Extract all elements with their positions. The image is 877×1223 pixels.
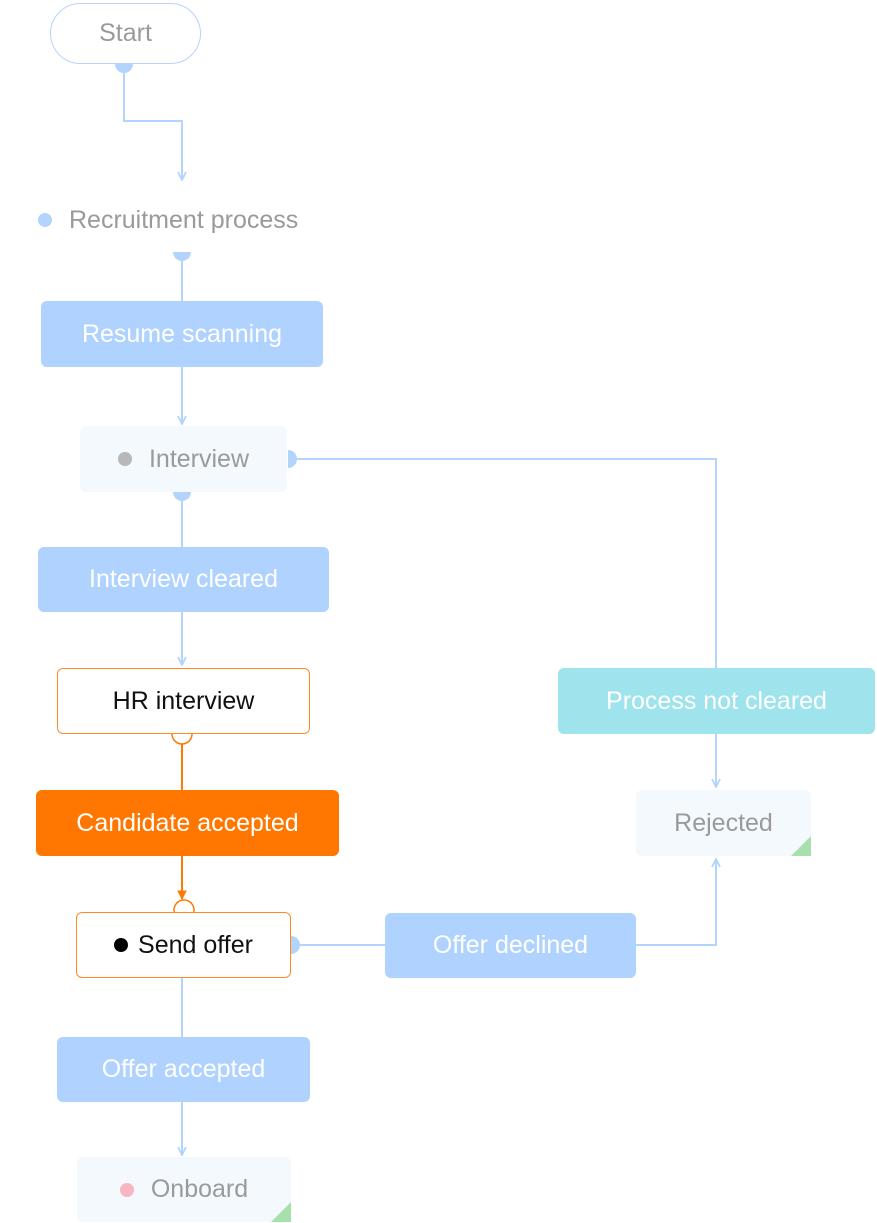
edge-start-to-recruitment bbox=[123, 66, 182, 180]
port-sendoffer-right bbox=[291, 936, 300, 954]
port-interview-right bbox=[288, 450, 297, 468]
rejected-node[interactable]: Rejected bbox=[636, 790, 811, 856]
port-start-bottom bbox=[115, 64, 133, 73]
candidate-accepted-node[interactable]: Candidate accepted bbox=[36, 790, 339, 856]
start-node[interactable]: Start bbox=[50, 3, 201, 64]
interview-node[interactable]: Interview bbox=[80, 426, 287, 492]
offer-declined-label: Offer declined bbox=[432, 931, 589, 959]
recruitment-dot-icon bbox=[38, 213, 52, 227]
recruitment-process-node[interactable]: Recruitment process bbox=[38, 196, 338, 244]
send-offer-node[interactable]: Send offer bbox=[76, 912, 291, 978]
hr-interview-node[interactable]: HR interview bbox=[57, 668, 310, 734]
process-not-cleared-label: Process not cleared bbox=[606, 686, 827, 715]
resume-scanning-label: Resume scanning bbox=[81, 319, 283, 348]
interview-dot-icon bbox=[117, 452, 132, 466]
candidate-accepted-label: Candidate accepted bbox=[76, 808, 299, 837]
onboard-corner-marker bbox=[271, 1202, 291, 1222]
rejected-corner-marker bbox=[791, 836, 811, 856]
resume-scanning-node[interactable]: Resume scanning bbox=[41, 301, 323, 367]
onboard-node[interactable]: Onboard bbox=[77, 1157, 291, 1222]
offer-declined-node[interactable]: Offer declined bbox=[385, 913, 636, 978]
process-not-cleared-node[interactable]: Process not cleared bbox=[558, 668, 875, 734]
rejected-label: Rejected bbox=[674, 808, 773, 837]
hr-interview-label: HR interview bbox=[112, 686, 255, 715]
port-interview-bottom bbox=[173, 492, 191, 501]
offer-accepted-node[interactable]: Offer accepted bbox=[57, 1037, 310, 1102]
send-offer-label: Send offer bbox=[138, 930, 253, 959]
onboard-dot-icon bbox=[119, 1182, 134, 1197]
offer-accepted-label: Offer accepted bbox=[101, 1055, 266, 1083]
onboard-label: Onboard bbox=[150, 1175, 249, 1203]
interview-cleared-label: Interview cleared bbox=[89, 565, 278, 593]
interview-cleared-node[interactable]: Interview cleared bbox=[38, 547, 329, 612]
start-label: Start bbox=[99, 19, 152, 47]
interview-label: Interview bbox=[148, 444, 250, 473]
recruitment-process-label: Recruitment process bbox=[69, 205, 299, 234]
edge-declined-to-rejected bbox=[636, 859, 716, 946]
port-recruitment-bottom bbox=[173, 252, 191, 261]
send-offer-dot-icon bbox=[114, 938, 129, 952]
edge-interview-to-notcleared bbox=[292, 458, 717, 668]
